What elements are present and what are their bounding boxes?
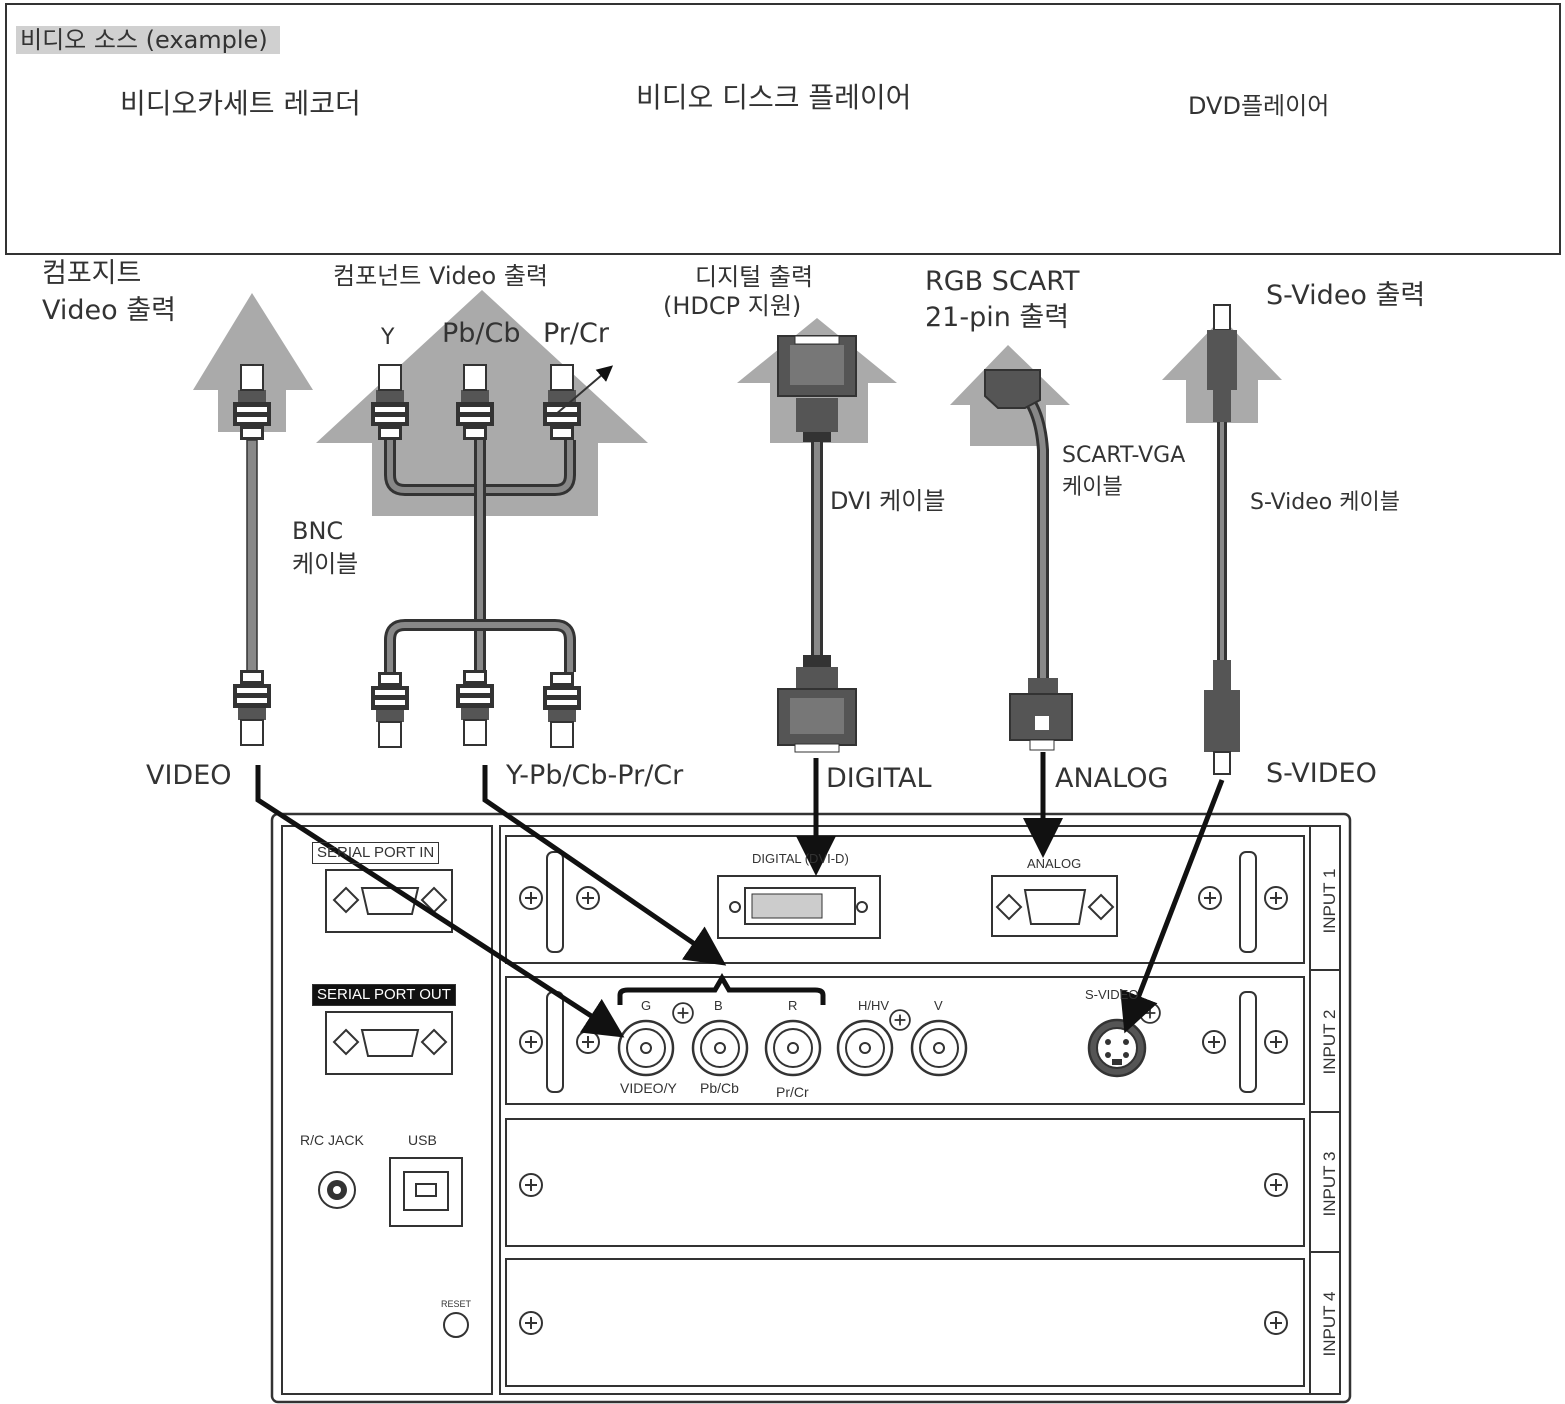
svideo-cable (1204, 304, 1240, 775)
component-pb-label: Pb/Cb (442, 318, 521, 349)
connection-arrows (255, 752, 1225, 1038)
pr-cr-port-label: Pr/Cr (776, 1084, 809, 1100)
digital-output-label-line2: (HDCP 지원) (663, 292, 802, 320)
composite-output-label-line2: Video 출력 (42, 295, 176, 326)
video-sources-title: 비디오 소스 (example) (16, 26, 280, 54)
input-4-label: INPUT 4 (1320, 1291, 1339, 1357)
video-arrow (255, 765, 625, 1038)
b-port-label: B (714, 998, 723, 1013)
scart-cable-label-line2: 케이블 (1062, 475, 1123, 500)
reset-label: RESET (441, 1299, 472, 1309)
video-disc-player-label: 비디오 디스크 플레이어 (636, 81, 912, 114)
digital-port-label: DIGITAL (DVI-D) (752, 851, 849, 866)
svideo-arrow (1120, 779, 1225, 1034)
rc-jack-label: R/C JACK (300, 1132, 364, 1148)
pb-cb-port-label: Pb/Cb (700, 1080, 739, 1096)
svideo-input-label: S-VIDEO (1266, 758, 1377, 789)
r-port-label: R (788, 998, 798, 1013)
video-y-port-label: VIDEO/Y (620, 1080, 677, 1096)
scart-vga-cable (984, 369, 1073, 751)
bnc-cable (232, 364, 272, 746)
svideo-cable-label: S-Video 케이블 (1250, 490, 1400, 515)
bnc-cable-label-line2: 케이블 (292, 550, 359, 578)
analog-input-label: ANALOG (1055, 763, 1169, 794)
component-y-label: Y (381, 325, 395, 350)
input-1-label: INPUT 1 (1320, 868, 1339, 934)
projector-terminal-panel (270, 812, 1352, 1404)
serial-port-out-label: SERIAL PORT OUT (312, 984, 456, 1006)
g-port-label: G (641, 998, 652, 1013)
svideo-output-label: S-Video 출력 (1266, 280, 1426, 311)
svideo-port-label: S-VIDEO (1085, 987, 1139, 1002)
analog-port-label: ANALOG (1027, 856, 1082, 871)
input-2-label: INPUT 2 (1320, 1009, 1339, 1075)
serial-port-in-label: SERIAL PORT IN (312, 842, 440, 864)
rgb-output-label-line1: RGB SCART (925, 266, 1080, 297)
composite-output-arrow (193, 293, 313, 432)
component-output-label: 컴포넌트 Video 출력 (333, 262, 548, 290)
v-port-label: V (934, 998, 943, 1013)
dvi-cable-label: DVI 케이블 (830, 487, 946, 515)
video-input-label: VIDEO (146, 760, 232, 791)
ypbpr-arrow (482, 765, 727, 966)
ypbpr-input-label: Y-Pb/Cb-Pr/Cr (506, 760, 684, 791)
component-pr-label: Pr/Cr (543, 318, 609, 349)
hhv-port-label: H/HV (858, 998, 890, 1013)
digital-output-label-line1: 디지털 출력 (695, 263, 814, 291)
input-3-label: INPUT 3 (1320, 1151, 1339, 1217)
rgb-output-label-line2: 21-pin 출력 (925, 302, 1070, 333)
digital-input-label: DIGITAL (826, 763, 932, 794)
usb-label: USB (408, 1132, 437, 1148)
bnc-cable-label-line1: BNC (292, 517, 344, 545)
composite-output-label-line1: 컴포지트 (42, 258, 142, 289)
dvi-cable (777, 335, 857, 753)
dvd-player-label: DVD플레이어 (1188, 92, 1330, 120)
vcr-label: 비디오카세트 레코더 (120, 87, 361, 120)
scart-cable-label-line1: SCART-VGA (1062, 443, 1186, 468)
component-cable (370, 364, 614, 748)
